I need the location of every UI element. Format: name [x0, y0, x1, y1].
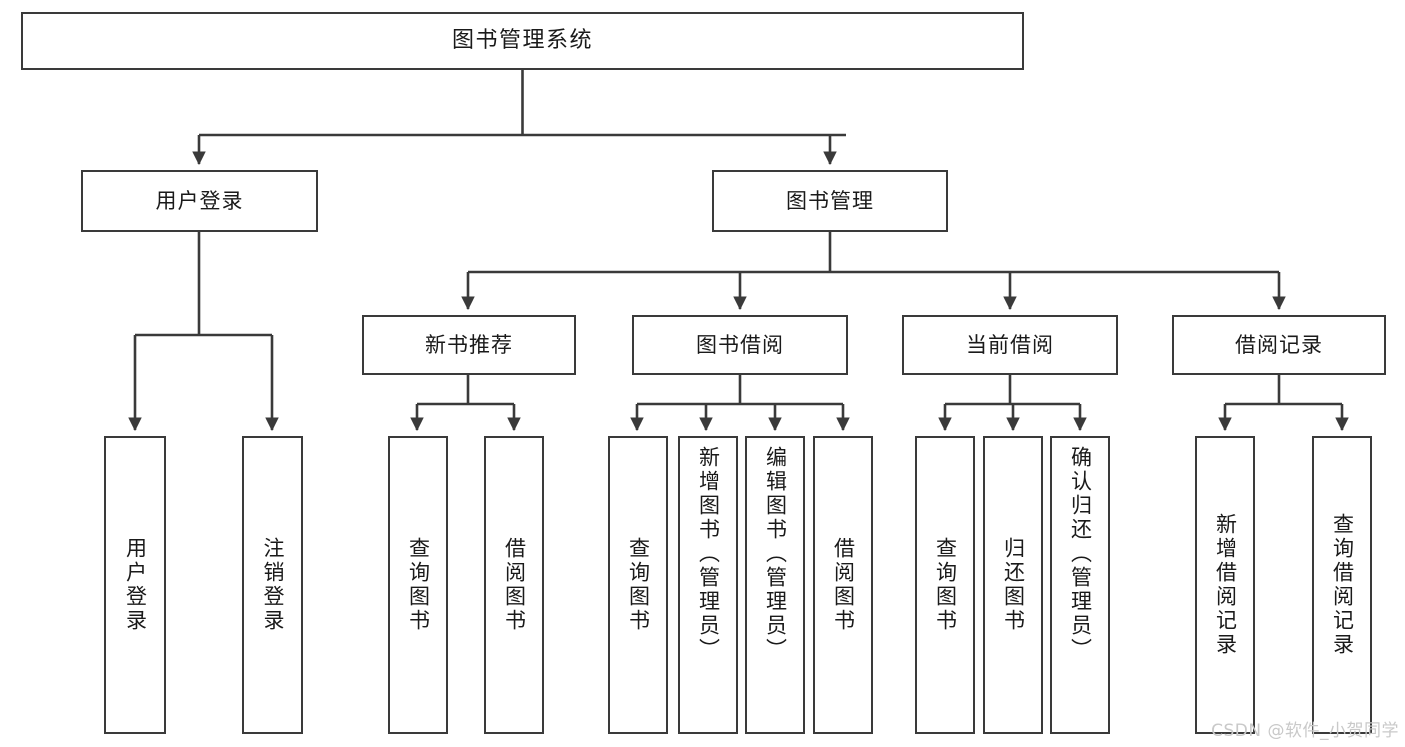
leaf-records-query-record[interactable]: 查询借阅记录 [1312, 436, 1372, 734]
node-label: 用户登录 [123, 537, 148, 633]
node-label: 图书管理 [786, 188, 874, 213]
leaf-recommend-borrow-book[interactable]: 借阅图书 [484, 436, 544, 734]
node-label: 编辑图书（管理员） [763, 446, 788, 662]
leaf-borrow-query-book[interactable]: 查询图书 [608, 436, 668, 734]
node-label: 借阅图书 [831, 537, 856, 633]
leaf-user-login-login[interactable]: 用户登录 [104, 436, 166, 734]
leaf-user-login-logout[interactable]: 注销登录 [242, 436, 303, 734]
node-label: 当前借阅 [966, 332, 1054, 357]
node-book-borrow[interactable]: 图书借阅 [632, 315, 848, 375]
leaf-records-add-record[interactable]: 新增借阅记录 [1195, 436, 1255, 734]
node-label: 借阅记录 [1235, 332, 1323, 357]
node-label: 确认归还（管理员） [1068, 446, 1093, 662]
leaf-borrow-edit-book-admin[interactable]: 编辑图书（管理员） [745, 436, 805, 734]
leaf-current-return-book[interactable]: 归还图书 [983, 436, 1043, 734]
node-label: 借阅图书 [502, 537, 527, 633]
node-label: 新书推荐 [425, 332, 513, 357]
node-current-borrow[interactable]: 当前借阅 [902, 315, 1118, 375]
node-label: 查询图书 [626, 537, 651, 633]
node-book-management[interactable]: 图书管理 [712, 170, 948, 232]
node-label: 查询借阅记录 [1330, 513, 1355, 657]
node-user-login[interactable]: 用户登录 [81, 170, 318, 232]
node-label: 查询图书 [406, 537, 431, 633]
node-label: 查询图书 [933, 537, 958, 633]
node-label: 用户登录 [155, 188, 244, 213]
leaf-recommend-query-book[interactable]: 查询图书 [388, 436, 448, 734]
node-label: 新增借阅记录 [1213, 513, 1238, 657]
leaf-borrow-borrow-book[interactable]: 借阅图书 [813, 436, 873, 734]
node-label: 注销登录 [261, 537, 285, 633]
leaf-current-confirm-return-admin[interactable]: 确认归还（管理员） [1050, 436, 1110, 734]
node-label: 归还图书 [1001, 537, 1026, 633]
node-new-book-recommend[interactable]: 新书推荐 [362, 315, 576, 375]
node-label: 新增图书（管理员） [696, 446, 721, 662]
leaf-current-query-book[interactable]: 查询图书 [915, 436, 975, 734]
leaf-borrow-add-book-admin[interactable]: 新增图书（管理员） [678, 436, 738, 734]
node-root-book-management-system[interactable]: 图书管理系统 [21, 12, 1024, 70]
node-borrow-records[interactable]: 借阅记录 [1172, 315, 1386, 375]
node-label: 图书借阅 [696, 332, 784, 357]
node-label: 图书管理系统 [451, 28, 593, 54]
